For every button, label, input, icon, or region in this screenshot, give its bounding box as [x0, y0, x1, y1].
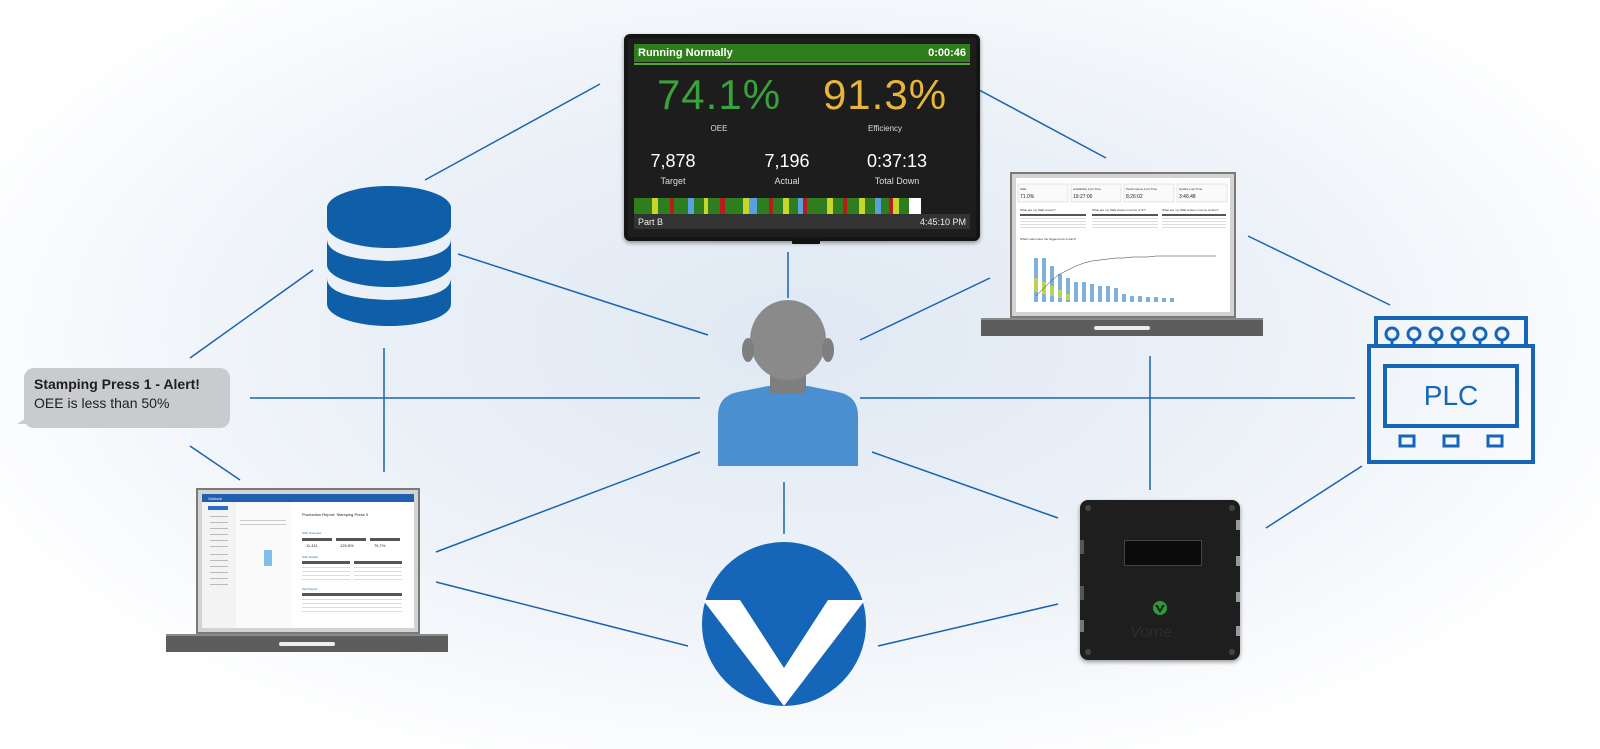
device-display [1124, 540, 1202, 566]
dashboard-screen-content: OEE 71.0% Availability Lost Time 19:27:0… [1016, 178, 1230, 312]
user-icon [718, 300, 858, 466]
kpi-label-quality: Quality Lost Time [1179, 187, 1203, 191]
vorne-logo-icon [702, 542, 866, 706]
plc-label: PLC [1424, 380, 1478, 411]
alert-title: Stamping Press 1 - Alert! [34, 376, 200, 392]
kpi-value-availability: 19:27:00 [1073, 194, 1093, 200]
line-email-vorne [435, 581, 689, 647]
line-alert-email [189, 445, 241, 481]
line-vorne-device [877, 603, 1059, 647]
line-dashboard-plc [1247, 235, 1391, 306]
kpi-value-oee: 71.0% [1020, 194, 1035, 200]
report-title: Production Report: Stamping Press 3 [302, 512, 369, 517]
drink-icon [264, 550, 272, 566]
efficiency-value: 91.3% [822, 71, 948, 118]
line-db-user [457, 253, 709, 336]
kpi-oee: 75.7% [374, 543, 386, 548]
device-body [1080, 505, 1240, 655]
kpi-value-performance: 8:26:02 [1126, 194, 1143, 200]
laptop-trackpad [279, 642, 335, 646]
database-icon [327, 186, 451, 326]
scoreboard-footer: Part B 4:45:10 PM [634, 214, 970, 229]
clock-time: 4:45:10 PM [919, 216, 966, 227]
laptop-trackpad [1094, 326, 1150, 330]
email-screen-content: Outlook Production Report: Stamping Pres… [202, 494, 414, 628]
kpi-label-oee: OEE [1020, 187, 1026, 191]
email-laptop-screen: Outlook Production Report: Stamping Pres… [196, 488, 420, 634]
pareto-chart [1034, 255, 1216, 302]
actual-value: 7,196 [764, 151, 810, 171]
email-screenshot: Outlook Production Report: Stamping Pres… [202, 494, 414, 628]
total-down-value: 0:37:13 [866, 151, 928, 171]
actual-label: Actual [774, 176, 800, 186]
part-name: Part B [638, 216, 664, 227]
line-alert-db [189, 269, 314, 359]
question-time: What are my OEE losses in terms of time? [1162, 208, 1219, 212]
display-stand [792, 239, 820, 244]
section-shift-details: Shift Details [302, 555, 319, 559]
kpi-efficiency: 125.5% [340, 543, 354, 548]
chart-question: Which parts have the biggest loss impact… [1020, 237, 1077, 241]
device-brand: Vorne [1130, 624, 1173, 641]
dashboard-screenshot: OEE 71.0% Availability Lost Time 19:27:0… [1017, 183, 1228, 302]
line-email-user [435, 451, 701, 553]
vorne-device: Vorne [1080, 500, 1240, 660]
dashboard-laptop-base [981, 318, 1263, 336]
line-db-scoreboard [424, 83, 601, 181]
status-divider [634, 63, 970, 65]
efficiency-label: Efficiency [867, 124, 903, 133]
line-scoreboard-dashboard [967, 83, 1107, 159]
line-device-plc [1265, 465, 1363, 529]
section-shift-overview: Shift Overview [302, 531, 322, 535]
connection-lines [189, 83, 1391, 647]
alert-message: OEE is less than 50% [34, 395, 170, 411]
oee-value: 74.1% [656, 71, 782, 118]
line-user-device [871, 451, 1059, 519]
alert-message-bubble: Stamping Press 1 - Alert! OEE is less th… [17, 368, 230, 428]
email-app-title: Outlook [208, 496, 222, 501]
status-bar: Running Normally 0:00:46 [634, 44, 970, 62]
status-text: Running Normally [638, 47, 733, 59]
device-logo-icon [1153, 601, 1167, 615]
dashboard-laptop-screen: OEE 71.0% Availability Lost Time 19:27:0… [1010, 172, 1236, 318]
question-percent: What are my OEE losses in terms of %? [1092, 208, 1146, 212]
target-value: 7,878 [650, 151, 696, 171]
kpi-label-performance: Performance Lost Time [1126, 187, 1157, 191]
elapsed-time: 0:00:46 [928, 47, 966, 59]
target-label: Target [660, 176, 686, 186]
production-timeline [634, 198, 970, 214]
question-scores: What are my OEE scores? [1020, 208, 1056, 212]
email-laptop-base [166, 634, 448, 652]
kpi-label-availability: Availability Lost Time [1073, 187, 1101, 191]
kpi-value-quality: 3:46:48 [1179, 194, 1196, 200]
total-down-label: Total Down [874, 176, 920, 186]
kpi-produced: 11,411 [306, 543, 318, 548]
line-user-dashboard [859, 277, 991, 341]
plc-icon [1367, 316, 1535, 464]
scoreboard-display: Running Normally 0:00:46 74.1% 91.3% OEE… [624, 34, 980, 244]
oee-label: OEE [710, 124, 728, 133]
section-part-report: Part Report [302, 587, 318, 591]
